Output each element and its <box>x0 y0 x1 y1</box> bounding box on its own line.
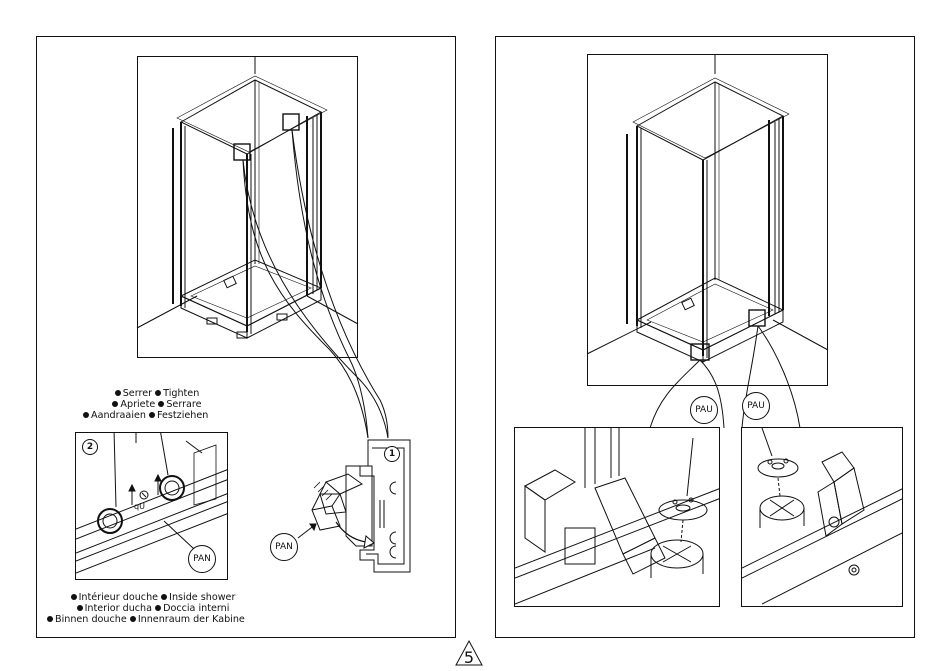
right-detail-box-right <box>741 427 903 607</box>
right-detail-box-left <box>514 427 720 607</box>
pau-callout-left: PAU <box>690 396 718 424</box>
right-detail-left-drawing <box>515 428 720 607</box>
pau-callout-right: PAU <box>742 392 770 420</box>
page-number: 5 <box>455 640 483 666</box>
page-number-text: 5 <box>455 648 483 667</box>
right-detail-right-drawing <box>742 428 903 607</box>
